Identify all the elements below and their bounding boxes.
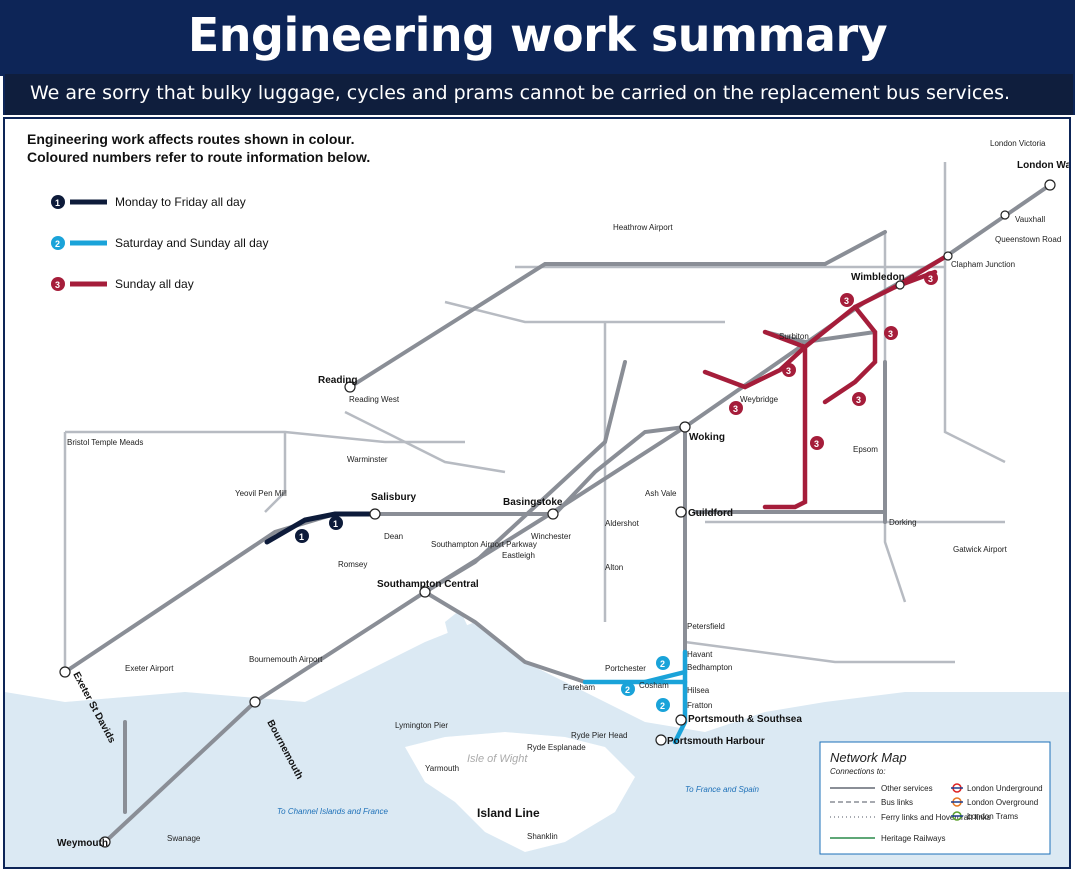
- station-alton: Alton: [605, 563, 623, 572]
- svg-text:3: 3: [733, 404, 738, 414]
- station-ryde-esplanade: Ryde Esplanade: [527, 743, 586, 752]
- station-guildford: Guildford: [688, 508, 733, 519]
- station-eastleigh: Eastleigh: [502, 551, 535, 560]
- svg-text:2: 2: [625, 685, 630, 695]
- station-portsmouth-southsea: Portsmouth & Southsea: [688, 714, 802, 725]
- station-weybridge: Weybridge: [740, 395, 779, 404]
- station-lymington-pier: Lymington Pier: [395, 721, 448, 730]
- header-bar: Engineering work summary: [0, 0, 1075, 76]
- intro-line-2: Coloured numbers refer to route informat…: [27, 149, 370, 165]
- station-bristol: Bristol Temple Meads: [67, 438, 143, 447]
- svg-text:3: 3: [55, 280, 60, 290]
- station-bournemouth-airport: Bournemouth Airport: [249, 655, 323, 664]
- station-vauxhall: Vauxhall: [1015, 215, 1045, 224]
- svg-text:3: 3: [814, 439, 819, 449]
- key-other-services: Other services: [881, 784, 933, 793]
- station-fareham: Fareham: [563, 683, 595, 692]
- station-portsmouth-harbour: Portsmouth Harbour: [667, 736, 765, 747]
- station-gatwick: Gatwick Airport: [953, 545, 1008, 554]
- svg-text:3: 3: [856, 395, 861, 405]
- station-woking: Woking: [689, 432, 725, 443]
- key-trams: London Trams: [967, 812, 1018, 821]
- svg-text:3: 3: [844, 296, 849, 306]
- station-aldershot: Aldershot: [605, 519, 640, 528]
- station-havant: Havant: [687, 650, 713, 659]
- station-reading-west: Reading West: [349, 395, 400, 404]
- station-clapham-junction: Clapham Junction: [951, 260, 1015, 269]
- station-warminster: Warminster: [347, 455, 388, 464]
- legend: 1 Monday to Friday all day 2 Saturday an…: [51, 195, 268, 291]
- station-bedhampton: Bedhampton: [687, 663, 732, 672]
- station-dorking: Dorking: [889, 518, 917, 527]
- svg-text:2: 2: [55, 239, 60, 249]
- key-underground: London Underground: [967, 784, 1043, 793]
- network-map: 1 1 2 2 2 3 3 3 3 3 3 3 Engineering work…: [3, 117, 1071, 869]
- network-key: Network Map Connections to: Other servic…: [819, 741, 1051, 855]
- station-exeter-airport: Exeter Airport: [125, 664, 174, 673]
- station-ash-vale: Ash Vale: [645, 489, 677, 498]
- route-markers: 1 1 2 2 2 3 3 3 3 3 3 3: [295, 271, 938, 712]
- legend-mf-label: Monday to Friday all day: [115, 195, 246, 209]
- station-swanage: Swanage: [167, 834, 201, 843]
- svg-text:3: 3: [888, 329, 893, 339]
- svg-text:1: 1: [333, 519, 338, 529]
- isle-of-wight: [405, 732, 635, 852]
- svg-text:3: 3: [786, 366, 791, 376]
- station-romsey: Romsey: [338, 560, 367, 569]
- station-ryde-pier-head: Ryde Pier Head: [571, 731, 627, 740]
- map-svg: 1 1 2 2 2 3 3 3 3 3 3 3 Engineering work…: [5, 131, 1069, 867]
- label-isle-of-wight: Isle of Wight: [467, 753, 528, 765]
- station-wimbledon: Wimbledon: [851, 272, 905, 283]
- station-dean: Dean: [384, 532, 403, 541]
- station-surbiton: Surbiton: [779, 332, 809, 341]
- station-epsom: Epsom: [853, 445, 878, 454]
- station-hilsea: Hilsea: [687, 686, 710, 695]
- svg-text:1: 1: [55, 198, 60, 208]
- route-3-lines: [702, 254, 948, 510]
- station-southampton-airport: Southampton Airport Parkway: [431, 540, 537, 549]
- svg-text:2: 2: [660, 701, 665, 711]
- intro-line-1: Engineering work affects routes shown in…: [27, 131, 355, 147]
- station-yeovil-pen-mill: Yeovil Pen Mill: [235, 489, 287, 498]
- route-1-lines: [264, 511, 378, 545]
- station-cosham: Cosham: [639, 681, 669, 690]
- station-heathrow: Heathrow Airport: [613, 223, 673, 232]
- station-reading: Reading: [318, 375, 357, 386]
- label-to-channel: To Channel Islands and France: [277, 807, 388, 816]
- notice-bar: We are sorry that bulky luggage, cycles …: [3, 74, 1075, 115]
- station-petersfield: Petersfield: [687, 622, 725, 631]
- label-island-line: Island Line: [477, 806, 540, 820]
- legend-weekend-label: Saturday and Sunday all day: [115, 236, 268, 250]
- minor-lines: [63, 162, 1006, 672]
- page-title: Engineering work summary: [187, 8, 888, 62]
- station-london-waterloo: London Waterloo: [1017, 160, 1069, 171]
- station-southampton-central: Southampton Central: [377, 579, 479, 590]
- station-london-victoria: London Victoria: [990, 139, 1046, 148]
- key-title: Network Map: [830, 750, 907, 765]
- solent-estuary: [445, 610, 545, 707]
- key-overground: London Overground: [967, 798, 1038, 807]
- key-ferry-links: Ferry links and Hovercraft links: [881, 813, 991, 822]
- key-connections: Connections to:: [830, 767, 886, 776]
- label-to-france: To France and Spain: [685, 785, 760, 794]
- station-winchester: Winchester: [531, 532, 571, 541]
- station-basingstoke: Basingstoke: [503, 497, 563, 508]
- station-queenstown-road: Queenstown Road: [995, 235, 1061, 244]
- svg-text:1: 1: [299, 532, 304, 542]
- station-fratton: Fratton: [687, 701, 712, 710]
- station-salisbury: Salisbury: [371, 492, 416, 503]
- station-weymouth: Weymouth: [57, 838, 108, 849]
- key-bus-links: Bus links: [881, 798, 913, 807]
- svg-text:2: 2: [660, 659, 665, 669]
- key-heritage: Heritage Railways: [881, 834, 945, 843]
- station-portchester: Portchester: [605, 664, 646, 673]
- legend-sunday-label: Sunday all day: [115, 277, 194, 291]
- notice-text: We are sorry that bulky luggage, cycles …: [30, 82, 1011, 104]
- station-shanklin: Shanklin: [527, 832, 558, 841]
- station-yarmouth: Yarmouth: [425, 764, 459, 773]
- svg-text:3: 3: [928, 274, 933, 284]
